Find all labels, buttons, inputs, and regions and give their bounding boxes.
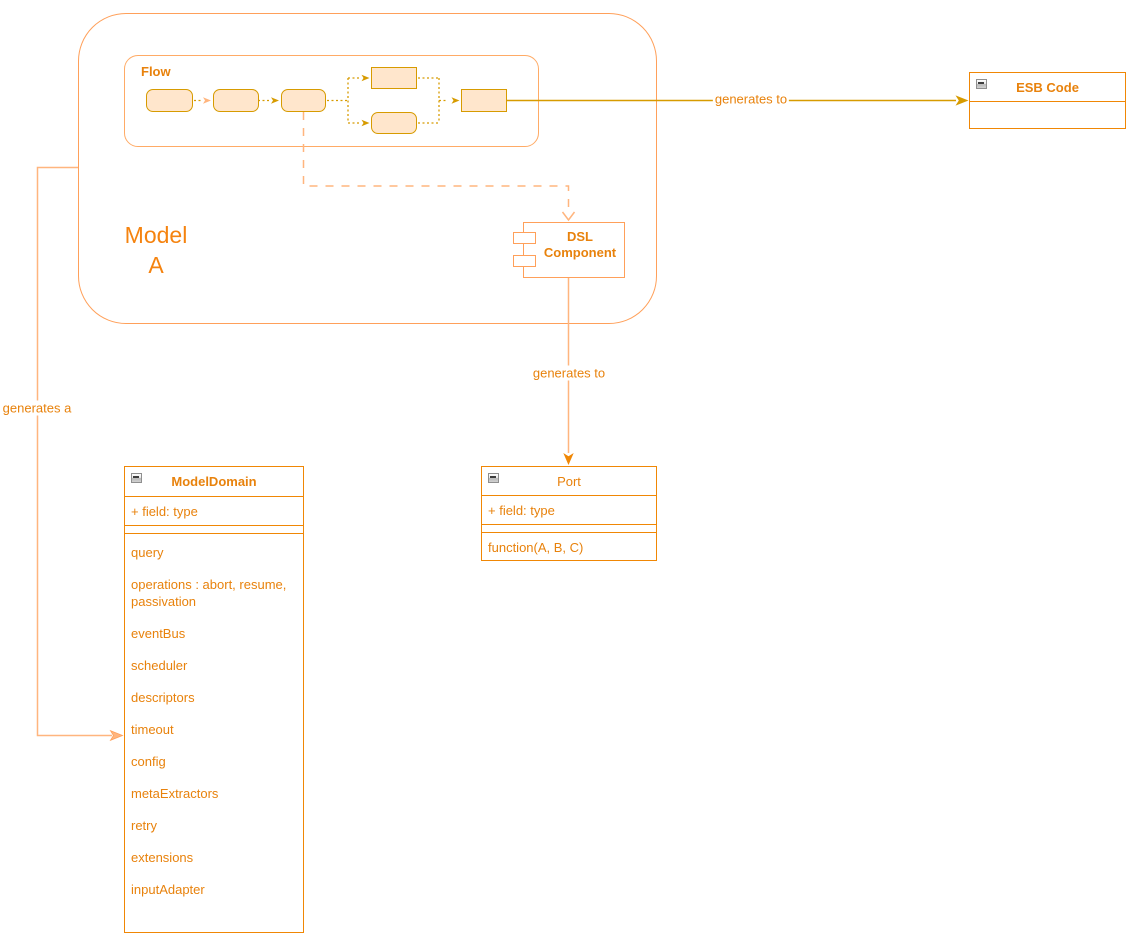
flow-step-arrowheads (203, 74, 460, 127)
flow-step-3[interactable] (281, 89, 326, 112)
arrowhead-branch-bottom (361, 119, 370, 127)
esb-code-node[interactable]: ESB Code (969, 72, 1126, 129)
flow-step-connectors (194, 77, 448, 124)
component-port-icon (513, 232, 536, 244)
dsl-component-title: DSL Component (543, 229, 617, 260)
flow-branch-top[interactable] (371, 67, 417, 89)
flow-step-2[interactable] (213, 89, 259, 112)
arrowhead-flow-to-esb (955, 95, 969, 106)
edge-label-generates-to-port: generates to (530, 365, 608, 381)
port-field: + field: type (482, 496, 656, 525)
model-domain-methods: query operations : abort, resume, passiva… (125, 534, 303, 932)
model-a-title: Model A (124, 222, 188, 278)
model-domain-node[interactable]: ModelDomain + field: type query operation… (124, 466, 304, 933)
collapse-icon[interactable] (488, 473, 499, 483)
esb-code-body (970, 102, 1125, 128)
method-item: scheduler (131, 658, 188, 673)
method-item: timeout (131, 722, 174, 737)
port-node[interactable]: Port + field: type function(A, B, C) (481, 466, 657, 561)
port-title: Port (557, 473, 581, 489)
edge-flow-to-dsl[interactable] (302, 112, 576, 222)
method-item: metaExtractors (131, 786, 219, 801)
edge-label-generates-a: generates a (0, 400, 74, 416)
model-a-container[interactable] (78, 13, 657, 324)
model-domain-title: ModelDomain (171, 474, 257, 489)
arrowhead-merge (451, 97, 460, 104)
method-item: inputAdapter (131, 882, 205, 897)
component-port-icon (513, 255, 536, 267)
arrowhead-branch-top (361, 74, 370, 82)
method-item: eventBus (131, 626, 186, 641)
model-domain-field: + field: type (125, 497, 303, 526)
arrowhead-dsl-to-port (563, 453, 574, 465)
flow-title: Flow (141, 64, 171, 79)
section-divider (482, 525, 656, 533)
method-item: operations : abort, resume, passivation (131, 577, 287, 609)
flow-branch-bottom[interactable] (371, 112, 417, 134)
section-divider (125, 526, 303, 534)
collapse-icon[interactable] (976, 79, 987, 89)
method-item: descriptors (131, 690, 195, 705)
arrowhead-step-2 (271, 97, 279, 104)
method-item: extensions (131, 850, 194, 865)
method-item: retry (131, 818, 157, 833)
dsl-component-node[interactable]: DSL Component (513, 222, 625, 278)
collapse-icon[interactable] (131, 473, 142, 483)
arrowhead-step-1 (203, 97, 211, 104)
flow-end-step[interactable] (461, 89, 507, 112)
port-function: function(A, B, C) (488, 540, 584, 555)
edge-generates-a[interactable] (36, 166, 124, 742)
edge-label-generates-to-esb: generates to (712, 91, 790, 107)
arrowhead-generates-a (109, 729, 124, 742)
esb-code-title: ESB Code (1016, 79, 1079, 95)
method-item: query (131, 545, 164, 560)
flow-step-1[interactable] (146, 89, 193, 112)
arrowhead-open-dsl (561, 211, 576, 222)
method-item: config (131, 754, 166, 769)
